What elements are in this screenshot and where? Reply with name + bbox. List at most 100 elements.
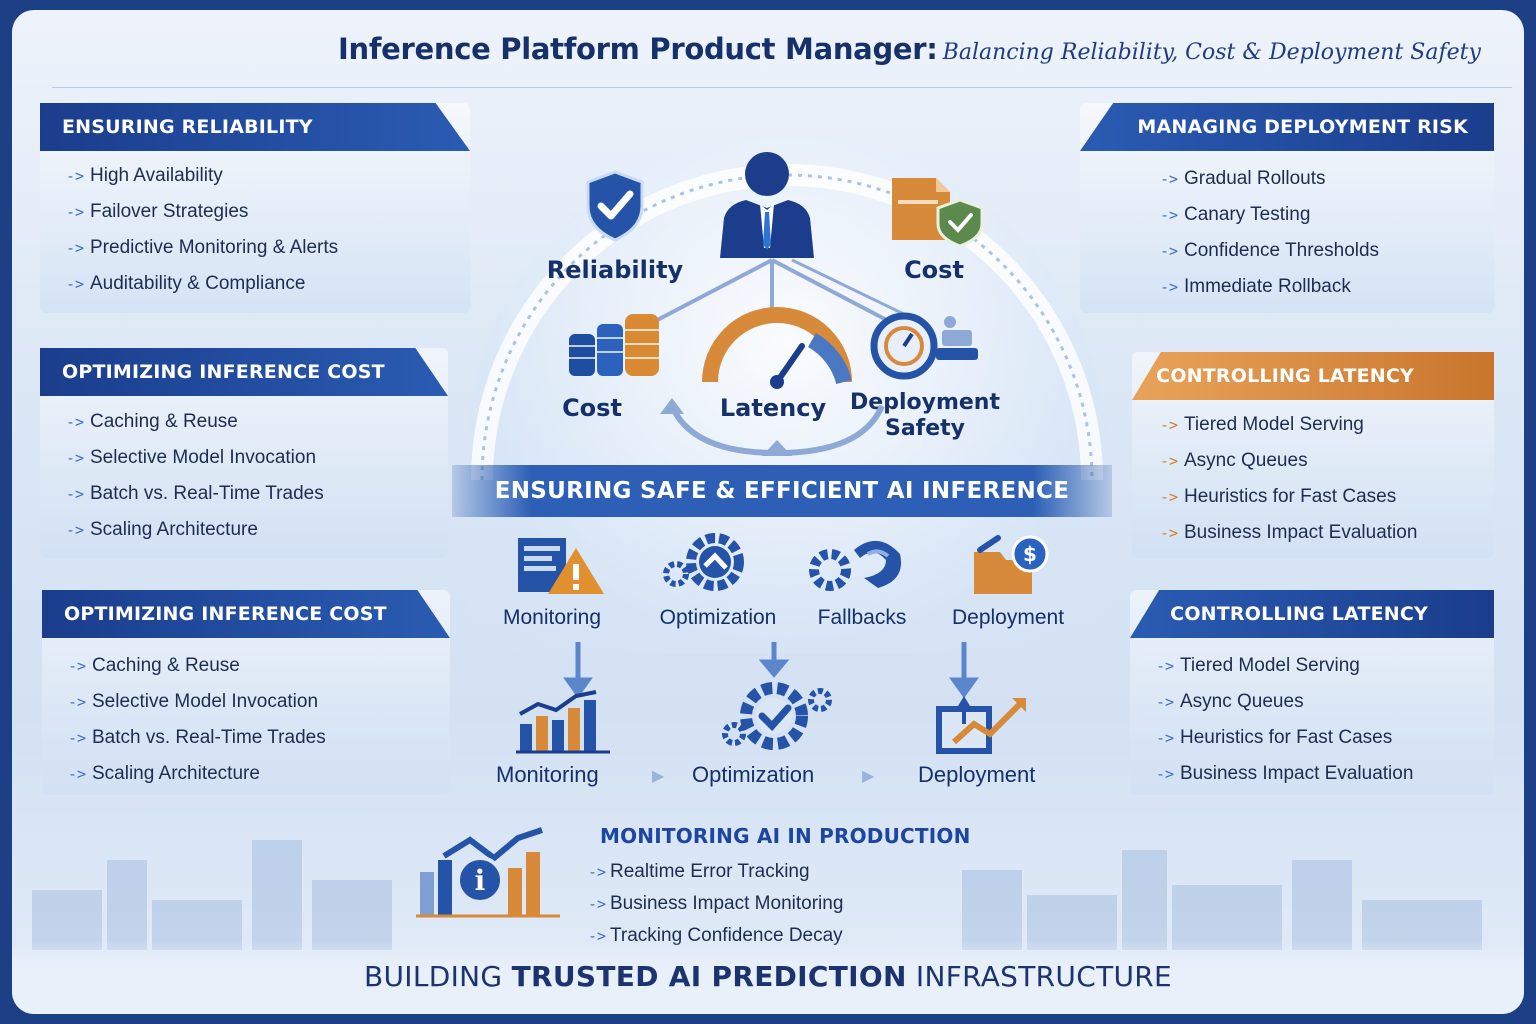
arrow-icon: -> bbox=[1160, 278, 1179, 296]
title-main: Inference Platform Product Manager: bbox=[338, 32, 938, 66]
panel-managing-deployment-risk: MANAGING DEPLOYMENT RISK ->Gradual Rollo… bbox=[1080, 103, 1494, 313]
list-item: -> Tiered Model Serving bbox=[1160, 407, 1417, 443]
fallbacks-gear-icon bbox=[809, 540, 902, 591]
arrow-icon: -> bbox=[1160, 416, 1179, 434]
list-item-label: Async Queues bbox=[1180, 691, 1304, 712]
list-item: ->Confidence Thresholds bbox=[1160, 233, 1379, 269]
reliability-label: Reliability bbox=[546, 256, 684, 284]
panel-item-list: -> Gradual Rollouts -> Canary Testing ->Co… bbox=[1160, 161, 1379, 305]
title-divider bbox=[52, 87, 1512, 88]
cycle-arrows bbox=[660, 398, 885, 457]
process-monitoring-label: Monitoring bbox=[502, 606, 602, 629]
pillar-deployment-safety-label: Deployment Safety bbox=[850, 390, 1000, 441]
footer-bold: TRUSTED AI PREDICTION bbox=[511, 960, 907, 993]
arrow-icon: -> bbox=[588, 895, 607, 913]
monitoring-analytics-icon: i bbox=[416, 827, 560, 918]
list-item-label: Caching & Reuse bbox=[92, 655, 240, 676]
panel-item-list: -> Tiered Model Serving -> Async Queues ->… bbox=[1160, 407, 1417, 551]
arrow-icon: -> bbox=[1160, 524, 1179, 542]
arrow-icon: -> bbox=[1156, 657, 1175, 675]
list-item-label: Business Impact Evaluation bbox=[1184, 522, 1418, 543]
list-item: -> Gradual Rollouts bbox=[1160, 161, 1379, 197]
arrow-icon: -> bbox=[68, 765, 87, 783]
list-item: -> High Availability bbox=[66, 158, 338, 194]
panel-heading: ENSURING RELIABILITY bbox=[40, 103, 470, 151]
list-item: -> Business Impact Evaluation bbox=[1160, 515, 1417, 551]
connector-lines bbox=[641, 258, 913, 330]
panel-optimizing-cost: OPTIMIZING INFERENCE COST ->Caching & Re… bbox=[40, 348, 448, 558]
pillar-cost-label: Cost bbox=[562, 394, 622, 422]
coin-stack-icon bbox=[569, 314, 659, 376]
gear-check-icon bbox=[722, 682, 832, 750]
latency-gauge-icon bbox=[702, 307, 852, 389]
monitoring-alert-icon bbox=[518, 538, 604, 594]
list-item: -> Canary Testing bbox=[1160, 197, 1379, 233]
list-item-label: Immediate Rollback bbox=[1184, 276, 1351, 297]
pillar-latency-label: Latency bbox=[719, 394, 827, 422]
footer-suffix: INFRASTRUCTURE bbox=[906, 960, 1173, 993]
panel-controlling-latency-2: CONTROLLING LATENCY ->Tiered Model Servi… bbox=[1130, 590, 1494, 795]
chevron-right-icon: ▶ bbox=[652, 766, 665, 785]
title-subtitle: Balancing Reliability, Cost & Deployment… bbox=[942, 40, 1481, 65]
arrow-icon: -> bbox=[1160, 452, 1179, 470]
list-item: ->Predictive Monitoring & Alerts bbox=[66, 230, 338, 266]
chevron-right-icon: ▶ bbox=[862, 766, 875, 785]
list-item-label: Async Queues bbox=[1184, 450, 1308, 471]
arrow-icon: -> bbox=[68, 729, 87, 747]
list-item: ->Selective Model Invocation bbox=[66, 440, 324, 476]
step-optimization-label: Optimization bbox=[692, 762, 815, 787]
list-item: ->Business Impact Evaluation bbox=[1156, 756, 1413, 792]
list-item: -> Immediate Rollback bbox=[1160, 269, 1379, 305]
center-banner: ENSURING SAFE & EFFICIENT AI INFERENCE bbox=[452, 465, 1112, 517]
cost-top-label: Cost bbox=[904, 256, 964, 284]
list-item: -> Async Queues bbox=[1160, 443, 1417, 479]
list-item-label: Heuristics for Fast Cases bbox=[1180, 727, 1393, 748]
panel-item-list: -> Caching & Reuse -> Selective Model Invo… bbox=[68, 648, 326, 792]
step-monitoring-label: Monitoring bbox=[496, 762, 599, 787]
page-title: Inference Platform Product Manager: Bala… bbox=[338, 32, 1488, 72]
list-item-label: Heuristics for Fast Cases bbox=[1184, 486, 1397, 507]
list-item-label: Batch vs. Real-Time Trades bbox=[92, 727, 326, 748]
panel-item-list: ->Caching & Reuse ->Selective Model Invo… bbox=[66, 404, 324, 548]
arrow-icon: -> bbox=[66, 275, 85, 293]
arrow-icon: -> bbox=[1160, 206, 1179, 224]
footer-tagline: BUILDING TRUSTED AI PREDICTION INFRASTRU… bbox=[12, 960, 1524, 993]
infographic-frame: Inference Platform Product Manager: Bala… bbox=[12, 10, 1524, 1014]
list-item-label: Realtime Error Tracking bbox=[610, 861, 810, 882]
list-item: ->Failover Strategies bbox=[66, 194, 338, 230]
arrow-icon: -> bbox=[66, 413, 85, 431]
document-shield-icon bbox=[892, 178, 984, 248]
list-item-label: Tiered Model Serving bbox=[1180, 655, 1360, 676]
list-item: ->Realtime Error Tracking bbox=[588, 856, 843, 888]
list-item: -> Async Queues bbox=[1156, 684, 1413, 720]
arrow-icon: -> bbox=[66, 485, 85, 503]
arrow-icon: -> bbox=[66, 167, 85, 185]
list-item-label: Gradual Rollouts bbox=[1184, 168, 1326, 189]
list-item: -> Caching & Reuse bbox=[68, 648, 326, 684]
process-optimization-label: Optimization bbox=[659, 606, 777, 629]
list-item: ->Business Impact Monitoring bbox=[588, 888, 843, 920]
list-item-label: Selective Model Invocation bbox=[90, 447, 317, 468]
arrow-icon: -> bbox=[1160, 170, 1179, 188]
monitoring-section-title: MONITORING AI IN PRODUCTION bbox=[600, 824, 971, 848]
arrow-icon: -> bbox=[1160, 242, 1179, 260]
arrow-icon: -> bbox=[68, 657, 87, 675]
list-item-label: Selective Model Invocation bbox=[92, 691, 319, 712]
list-item-label: Tiered Model Serving bbox=[1184, 414, 1364, 435]
footer-prefix: BUILDING bbox=[363, 960, 512, 993]
list-item: -> Caching & Reuse bbox=[66, 404, 324, 440]
arrow-icon: -> bbox=[1160, 488, 1179, 506]
panel-item-list: -> High Availability ->Failover Strategie… bbox=[66, 158, 338, 302]
list-item-label: Business Impact Evaluation bbox=[1180, 763, 1414, 784]
step-deployment-label: Deployment bbox=[918, 762, 1036, 787]
panel-controlling-latency: CONTROLLING LATENCY ->Tiered Model Servi… bbox=[1132, 352, 1494, 558]
list-item-label: High Availability bbox=[90, 165, 223, 186]
arrow-icon: -> bbox=[588, 863, 607, 881]
arrow-icon: -> bbox=[1156, 729, 1175, 747]
arrow-icon: -> bbox=[1156, 693, 1175, 711]
process-fallbacks-label: Fallbacks bbox=[817, 606, 907, 629]
list-item-label: Caching & Reuse bbox=[90, 411, 238, 432]
svg-text:i: i bbox=[475, 864, 486, 897]
list-item-label: Canary Testing bbox=[1184, 204, 1311, 225]
svg-text:$: $ bbox=[1023, 542, 1037, 566]
